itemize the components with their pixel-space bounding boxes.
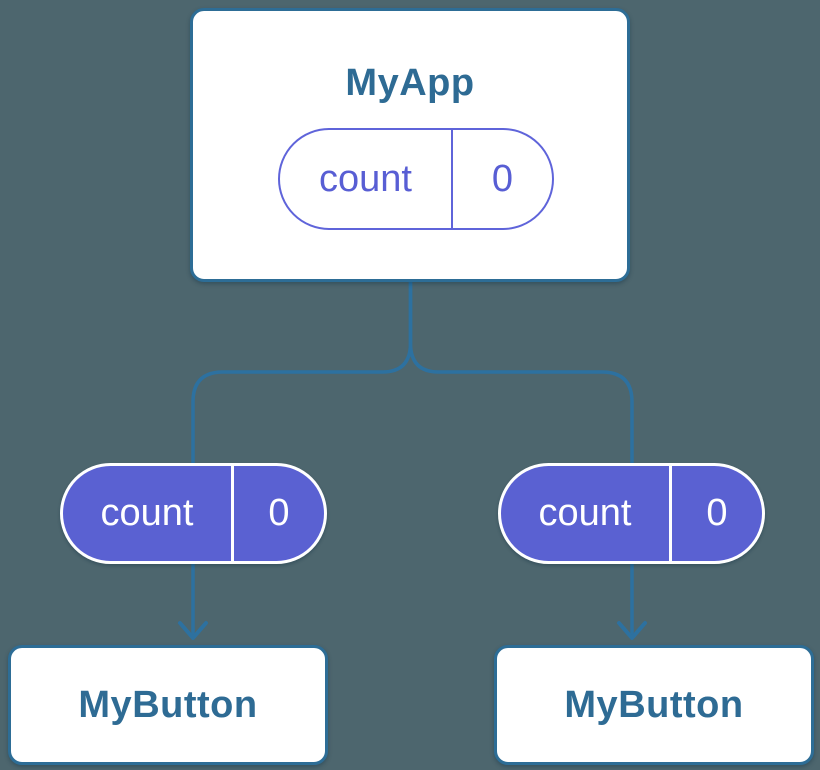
connector-root-to-right-child <box>408 279 634 635</box>
prop-pill-left-name: count <box>100 492 194 534</box>
prop-pill-right-child: count 0 <box>498 463 765 564</box>
state-pill-root-divider <box>451 130 453 228</box>
state-pill-root-name: count <box>319 157 412 200</box>
prop-pill-right-divider <box>669 466 672 561</box>
arrowhead-left-icon <box>178 621 208 640</box>
component-label-myapp: MyApp <box>345 62 475 104</box>
component-node-mybutton-left: MyButton <box>8 645 328 765</box>
prop-pill-right-name: count <box>538 492 632 534</box>
prop-pill-left-divider <box>231 466 234 561</box>
arrowhead-right-icon <box>617 621 647 640</box>
connector-root-to-left-child <box>191 279 413 635</box>
state-pill-root-value: 0 <box>491 157 514 200</box>
component-label-mybutton-right: MyButton <box>564 683 744 726</box>
component-node-mybutton-right: MyButton <box>494 645 814 765</box>
prop-pill-left-child: count 0 <box>60 463 327 564</box>
state-pill-root: count 0 <box>278 128 554 230</box>
component-label-mybutton-left: MyButton <box>78 683 258 726</box>
prop-pill-left-value: 0 <box>268 492 290 534</box>
prop-pill-right-value: 0 <box>706 492 728 534</box>
